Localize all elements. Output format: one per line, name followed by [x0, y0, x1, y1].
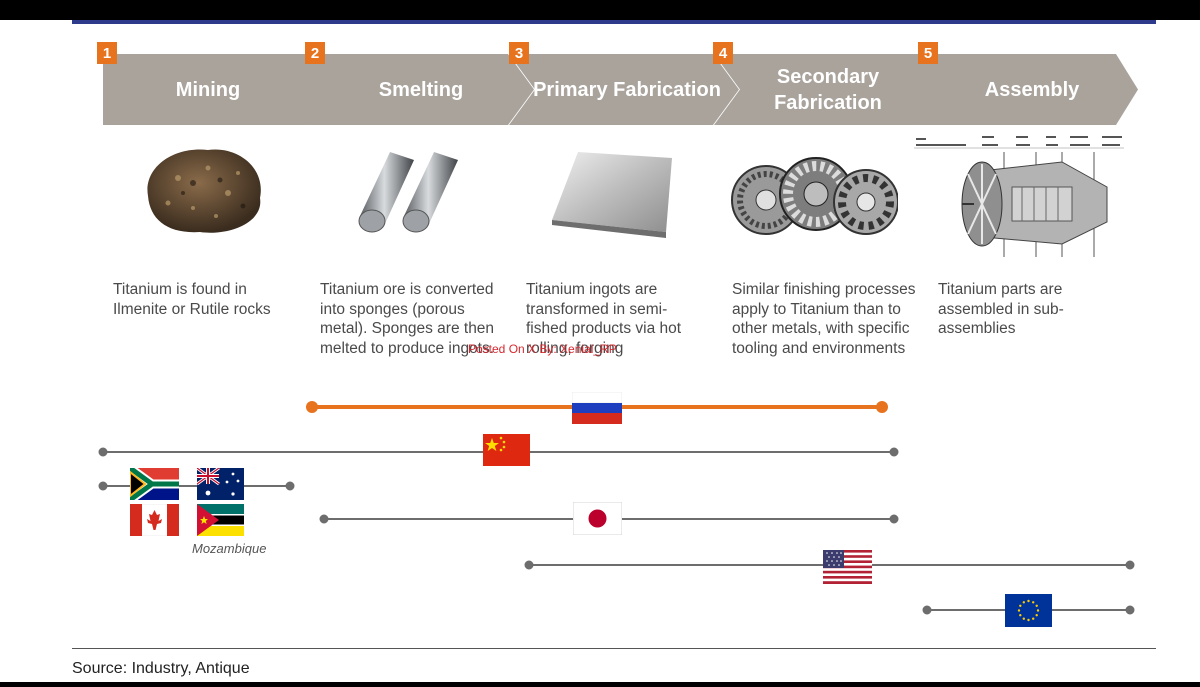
- canada-flag-icon: [130, 504, 179, 536]
- chevron-shape: [304, 54, 534, 125]
- mozambique-flag-icon: [197, 504, 244, 536]
- step-description: Titanium is found in Ilmenite or Rutile …: [113, 281, 271, 318]
- slide: Mining Smelting Primary Fabrication Seco…: [0, 20, 1200, 682]
- watermark-text: Posted On X By: Xenial_RP: [468, 342, 617, 356]
- chevron-shape: [916, 54, 1138, 125]
- usa-flag-icon: [823, 550, 872, 584]
- coverage-lines: [98, 401, 1135, 615]
- footer-divider: [72, 648, 1156, 649]
- turbine-discs-image: [731, 157, 898, 235]
- step-title: Mining: [175, 78, 241, 101]
- step-title: Smelting: [378, 78, 464, 101]
- japan-flag-icon: [573, 502, 622, 535]
- step-primary-fabrication: Primary Fabrication: [509, 54, 739, 125]
- china-flag-icon: [483, 434, 530, 466]
- step-number-badge: 2: [305, 42, 325, 64]
- step-number-badge: 4: [713, 42, 733, 64]
- step-title: Secondary Fabrication: [774, 65, 882, 114]
- step-assembly: Assembly: [916, 54, 1138, 125]
- step-title: Primary Fabrication: [533, 78, 721, 101]
- mozambique-label: Mozambique: [192, 541, 267, 556]
- step-smelting: Smelting: [304, 54, 534, 125]
- step-mining: Mining: [103, 54, 333, 125]
- metal-plate-image: [552, 152, 672, 238]
- australia-flag-icon: [197, 468, 244, 500]
- step-description: Titanium ore is converted into sponges (…: [320, 281, 495, 357]
- step-title: Assembly: [984, 78, 1080, 101]
- ore-rock-image: [147, 149, 261, 233]
- step-number-badge: 3: [509, 42, 529, 64]
- step-number-badge: 5: [918, 42, 938, 64]
- jet-engine-image: [914, 136, 1124, 257]
- chevron-shape: [103, 54, 333, 125]
- top-accent-bar: [72, 20, 1156, 24]
- step-description: Titanium ingots are transformed in semi-…: [526, 281, 682, 357]
- russia-flag-icon: [572, 392, 622, 424]
- chevron-shape: [714, 54, 944, 125]
- ingot-cylinders-image: [358, 152, 458, 233]
- chevron-shape: [509, 54, 739, 125]
- south-africa-flag-icon: [130, 468, 179, 500]
- source-note: Source: Industry, Antique: [72, 660, 250, 677]
- eu-flag-icon: [1005, 594, 1052, 627]
- step-secondary-fabrication: Secondary Fabrication: [714, 54, 944, 125]
- step-description: Titanium parts are assembled in sub-asse…: [938, 281, 1064, 337]
- step-description: Similar finishing processes apply to Tit…: [732, 281, 916, 357]
- step-number-badge: 1: [97, 42, 117, 64]
